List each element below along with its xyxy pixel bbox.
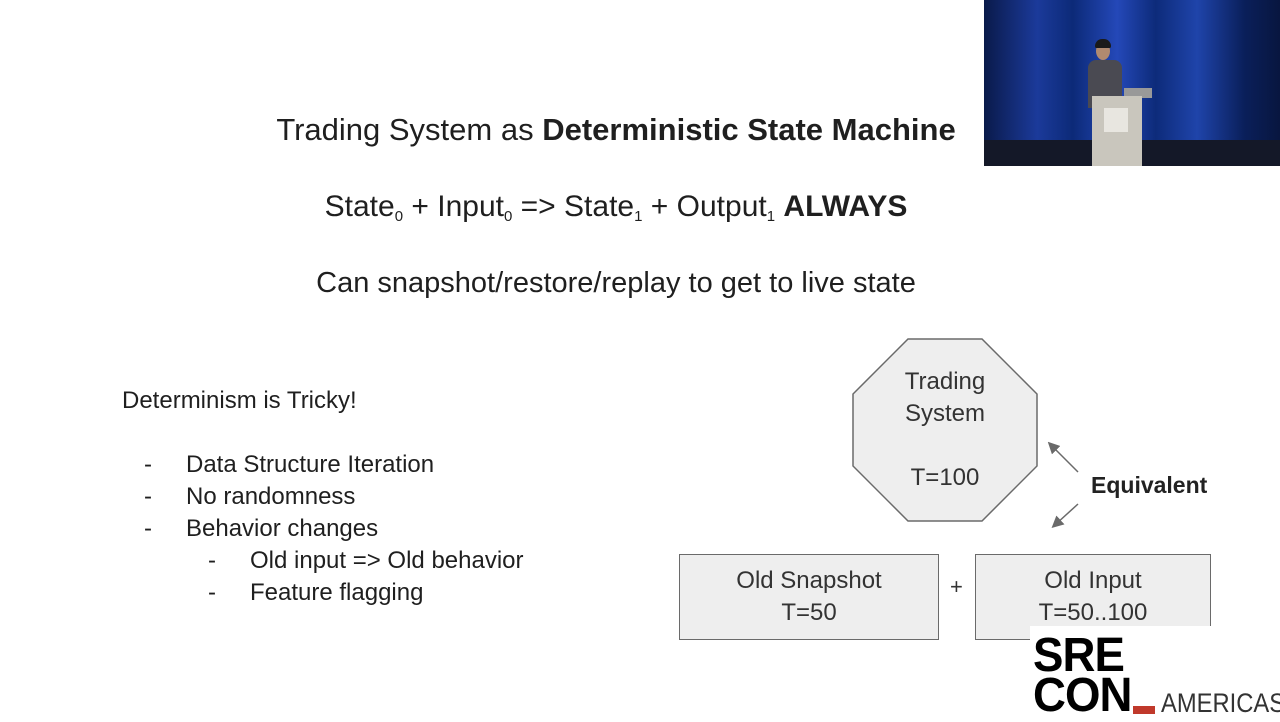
bullet-dash: - [208,547,216,574]
input-line2: T=50..100 [1038,599,1148,626]
bullet-dash: - [144,451,152,478]
snapshot-line1: Old Snapshot [736,567,882,594]
bullet-text: Data Structure Iteration [186,451,435,478]
octagon-line1: Trading [904,368,986,395]
equivalence-arrows [1047,441,1079,529]
logo-background [1030,626,1280,720]
eq-state0-sub: 0 [394,208,404,225]
bullet-dash: - [144,483,152,510]
eq-output1-sub: 1 [766,208,776,225]
bullet-dash: - [144,515,152,542]
slide-subtitle: Can snapshot/restore/replay to get to li… [316,267,916,299]
logo-sre: SRE [1033,629,1125,682]
octagon-time: T=100 [910,464,980,491]
bullet-dash: - [208,579,216,606]
speaker-hair [1095,39,1111,48]
eq-state0: State [324,190,395,223]
title-bold: Deterministic State Machine [542,112,956,147]
speaker-video-inset [984,0,1280,166]
tricky-heading: Determinism is Tricky! [122,387,357,414]
bullet-text: Old input => Old behavior [250,547,524,574]
laptop [1124,88,1152,98]
old-input-box: Old Input T=50..100 [975,554,1211,640]
eq-state1-sub: 1 [634,208,643,225]
state-equation: State0 + Input0 => State1 + Output1 ALWA… [0,190,1232,225]
trading-system-octagon [852,338,1038,522]
bullet-text: Feature flagging [250,579,424,606]
old-snapshot-box: Old Snapshot T=50 [679,554,939,640]
bullet-text: No randomness [186,483,356,510]
logo-con: CON [1033,669,1132,722]
eq-plus2: + [642,190,677,223]
eq-output1: Output [676,190,767,223]
eq-always: ALWAYS [783,190,908,223]
bullet-text: Behavior changes [186,515,379,542]
octagon-line2: System [904,400,985,427]
podium-logo [1104,108,1128,132]
slide-title: Trading System as Deterministic State Ma… [0,112,1232,148]
logo-accent-bar [1133,706,1155,714]
eq-state1: State [564,190,635,223]
equivalent-label: Equivalent [1091,472,1208,498]
snapshot-line2: T=50 [781,599,837,626]
eq-arrow: => [512,190,565,223]
eq-input0-sub: 0 [503,208,513,225]
input-line1: Old Input [1044,567,1142,594]
eq-input0: Input [437,190,504,223]
title-prefix: Trading System as [276,112,543,147]
plus-sign: + [950,574,963,599]
logo-region: AMERICAS [1161,688,1280,718]
eq-plus1: + [403,190,438,223]
